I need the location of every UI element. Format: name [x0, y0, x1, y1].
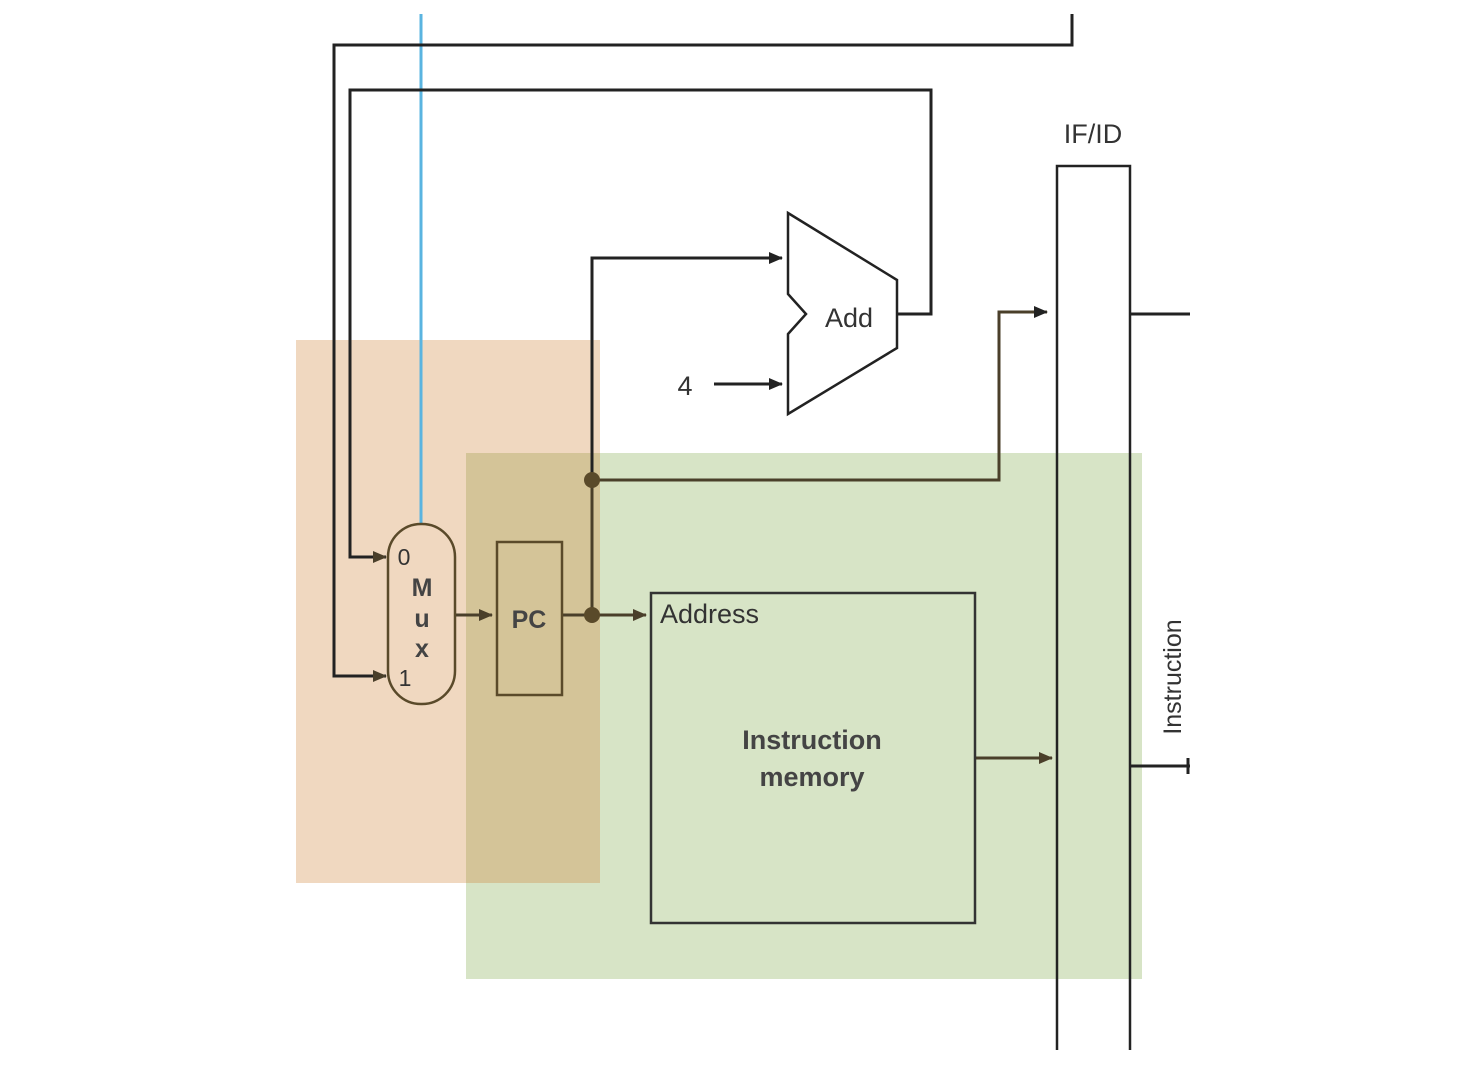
address-label: Address: [660, 599, 759, 629]
memory-label-line1: Instruction: [742, 725, 882, 755]
overlap-highlight-region: [466, 453, 600, 883]
right-crop-mask: [1192, 0, 1478, 1072]
adder-unit: [786, 210, 899, 417]
junction-dot-lower: [584, 607, 600, 623]
mux-letter-m: M: [412, 574, 433, 602]
ifid-bottom-mask: [1050, 1050, 1140, 1072]
pc-label: PC: [512, 606, 547, 634]
pc-to-adder-wire: [590, 252, 783, 480]
mux-input-0-label: 0: [398, 544, 411, 570]
adder-label: Add: [825, 303, 873, 333]
mux-letter-u: u: [414, 605, 429, 633]
mux-letter-x: x: [415, 635, 429, 663]
junction-dot-upper: [584, 472, 600, 488]
constant-four-label: 4: [677, 371, 692, 401]
memory-label-line2: memory: [759, 762, 864, 792]
pc-register: [495, 540, 564, 697]
pc-to-ifid-wire: [592, 306, 1048, 482]
instruction-memory: [649, 591, 977, 925]
branch-target-wire: [332, 14, 1074, 682]
instruction-output-label: Instruction: [1159, 619, 1187, 734]
ifid-register-label: IF/ID: [1064, 119, 1123, 149]
mux-unit: [386, 522, 457, 706]
mux-input-1-label: 1: [399, 665, 412, 691]
adder-output-wire: [348, 88, 933, 563]
